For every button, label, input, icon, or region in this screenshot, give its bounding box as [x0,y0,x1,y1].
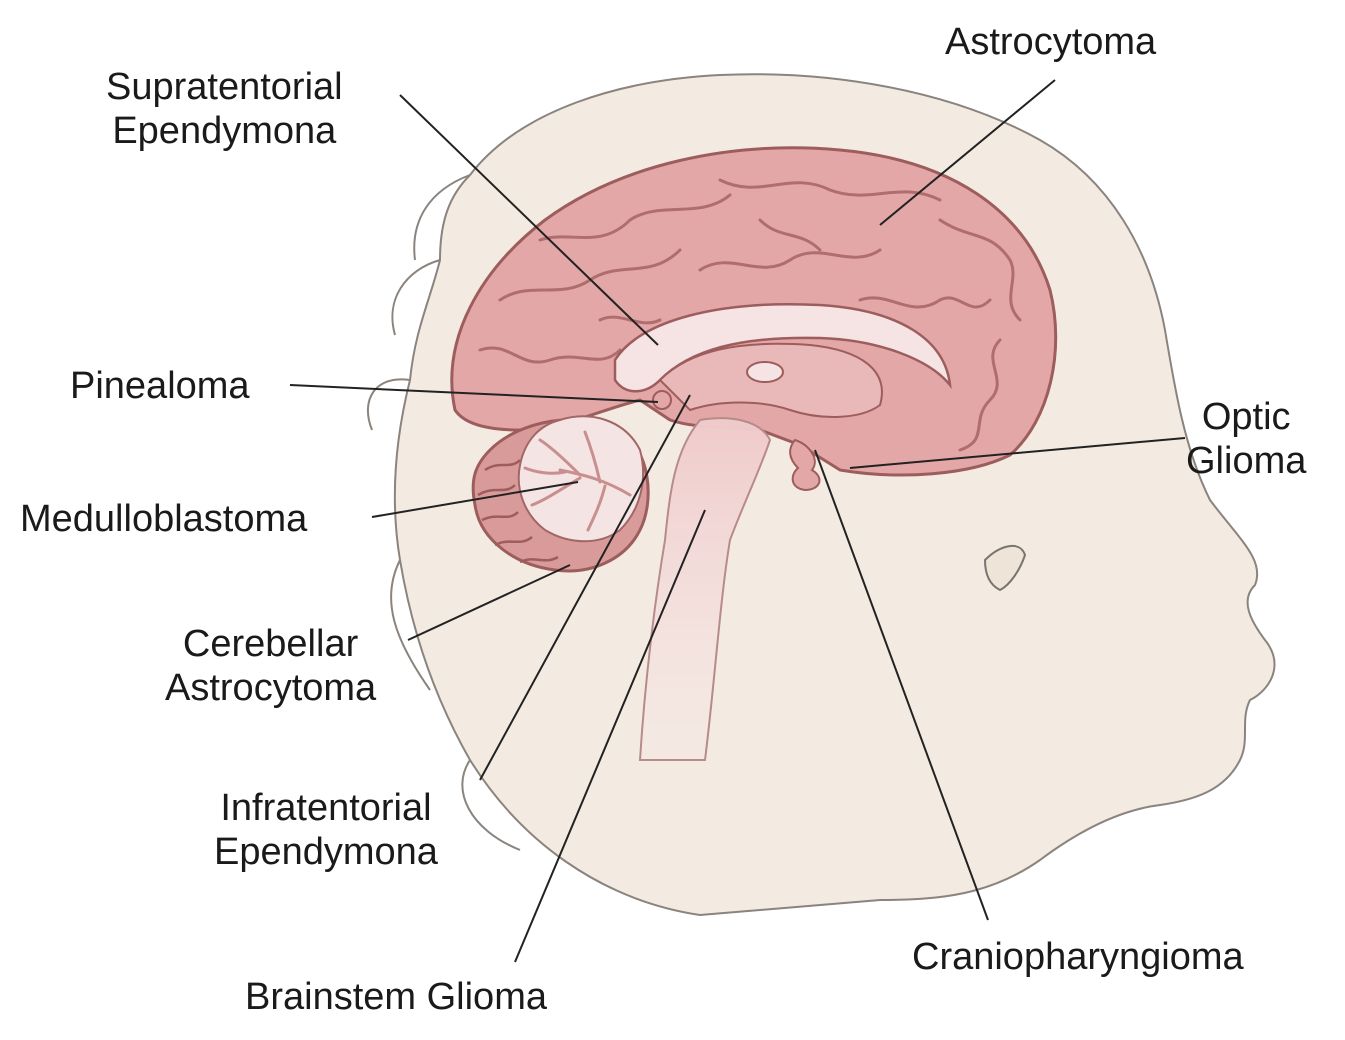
leader-brainstem [514,509,706,963]
label-astrocytoma: Astrocytoma [945,20,1156,64]
label-cerebellar-line1: Cerebellar [182,623,359,665]
label-optic-line2: Glioma [1186,440,1307,482]
leader-medulloblastoma [371,481,579,518]
leader-pinealoma [289,384,659,403]
ear-icon [983,545,1027,592]
label-supratentorial-line2: Ependymona [112,110,337,152]
leader-infratentorial [479,394,691,781]
label-infratentorial-ependymona: Infratentorial Ependymona [214,786,438,874]
thalamic-nucleus [746,361,784,383]
hair-strands [366,174,521,851]
label-cranio-text: Craniopharyngioma [912,936,1244,978]
leader-cranio [814,449,989,921]
label-brainstem-text: Brainstem Glioma [245,976,547,1018]
leader-optic [849,437,1186,469]
label-infratentorial-line1: Infratentorial [220,787,432,829]
leader-supratentorial [399,94,659,346]
label-pinealoma-text: Pinealoma [70,365,250,407]
label-infratentorial-line2: Ependymona [214,831,438,873]
label-medulloblastoma-text: Medulloblastoma [20,498,308,540]
label-optic-glioma: Optic Glioma [1186,395,1306,483]
arbor-vitae-branches [523,430,632,532]
label-cerebellar-line2: Astrocytoma [165,667,377,709]
label-supratentorial-ependymona: Supratentorial Ependymona [106,65,343,153]
label-supratentorial-line1: Supratentorial [106,66,343,108]
pituitary [789,438,821,492]
leader-astrocytoma [879,79,1056,226]
brainstem [638,417,772,761]
label-medulloblastoma: Medulloblastoma [20,497,307,541]
label-pinealoma: Pinealoma [70,364,250,408]
label-cerebellar-astrocytoma: Cerebellar Astrocytoma [165,622,376,710]
leader-lines [289,79,1186,963]
label-optic-line1: Optic [1201,396,1291,438]
pineal-gland [652,390,672,410]
label-astrocytoma-text: Astrocytoma [945,21,1157,63]
cerebellum-folia [477,459,559,564]
label-craniopharyngioma: Craniopharyngioma [912,935,1244,979]
leader-cerebellar [407,564,571,641]
label-brainstem-glioma: Brainstem Glioma [245,975,547,1019]
